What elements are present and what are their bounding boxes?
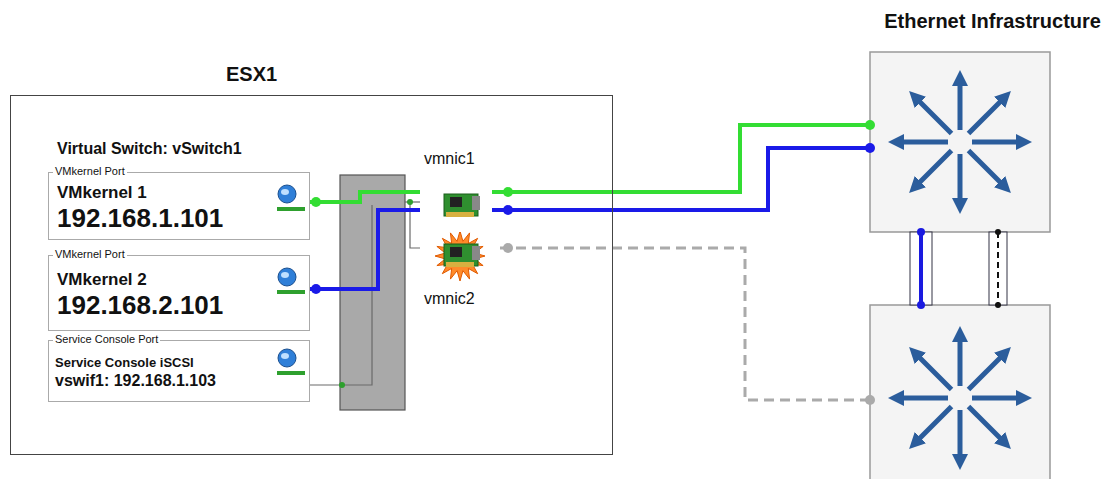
link-dot — [311, 284, 321, 294]
box-text: Virtual Switch: vSwitch1 — [57, 140, 242, 158]
nic-card: vmnic1 — [420, 150, 504, 234]
switch-symbol — [896, 334, 1024, 462]
port-icon — [275, 347, 305, 381]
port-box: VMkernel PortVMkernel 2192.168.2.101 — [48, 255, 310, 331]
network-link — [310, 192, 420, 202]
inter-switch-link — [910, 228, 1007, 309]
host-box: VMkernel PortVMkernel 1192.168.1.101VMke… — [10, 95, 613, 455]
nic-card: vmnic2 — [420, 228, 502, 308]
port-icon — [275, 266, 305, 300]
port-box: VMkernel PortVMkernel 1192.168.1.101 — [48, 172, 310, 240]
nic-label: vmnic1 — [420, 150, 504, 168]
switch-box — [870, 305, 1050, 479]
link-dot — [311, 197, 321, 207]
port-icon — [275, 183, 305, 217]
diagram-title: Ethernet Infrastructure — [884, 10, 1101, 33]
switch-box — [870, 52, 1050, 232]
port-box: Service Console PortService Console iSCS… — [48, 340, 310, 402]
box-text: VMkernel 1 — [57, 183, 269, 203]
box-text: VMkernel 2 — [57, 270, 269, 290]
uplink-wire — [492, 120, 875, 405]
box-text: 192.168.2.101 — [57, 290, 269, 321]
nic-icon — [420, 182, 500, 232]
port-type: VMkernel Port — [53, 248, 127, 260]
port-type: VMkernel Port — [53, 165, 127, 177]
box-text: ESX1 — [226, 63, 277, 86]
switch-symbol — [896, 78, 1024, 206]
box-text: vswif1: 192.168.1.103 — [55, 372, 273, 390]
nic-label: vmnic2 — [424, 290, 475, 308]
network-link — [310, 210, 420, 289]
internal-wire — [308, 199, 420, 388]
nic-icon — [420, 232, 500, 282]
box-text: 192.168.1.101 — [57, 203, 269, 234]
port-type: Service Console Port — [53, 333, 160, 345]
box-text: Service Console iSCSI — [55, 355, 273, 370]
